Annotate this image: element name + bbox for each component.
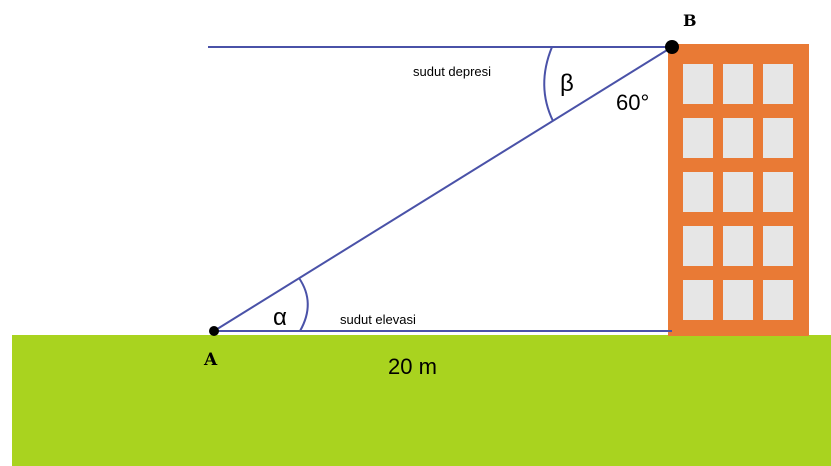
building-window [763, 280, 793, 320]
depression-label: sudut depresi [413, 64, 491, 79]
angle-alpha-label: α [273, 304, 287, 331]
building-window [683, 226, 713, 266]
point-b-dot [665, 40, 679, 54]
building [668, 44, 809, 336]
building-window [683, 172, 713, 212]
point-a-label: A [203, 350, 218, 370]
building-window [763, 172, 793, 212]
building-window [723, 64, 753, 104]
building-window [723, 280, 753, 320]
point-b-label: B [683, 11, 697, 30]
alpha-arc [298, 277, 309, 332]
point-a-dot [209, 326, 219, 336]
building-window [683, 118, 713, 158]
elevation-label: sudut elevasi [340, 312, 416, 327]
building-window [683, 280, 713, 320]
angle-60-label: 60° [616, 90, 649, 115]
building-window [723, 118, 753, 158]
building-window [763, 226, 793, 266]
building-window [763, 64, 793, 104]
ground [12, 335, 831, 466]
building-window [723, 172, 753, 212]
line-of-sight [213, 46, 673, 332]
building-window [723, 226, 753, 266]
building-window [683, 64, 713, 104]
angle-beta-label: β [560, 70, 574, 97]
building-windows [683, 64, 793, 320]
distance-label: 20 m [388, 354, 437, 379]
beta-arc [543, 46, 554, 122]
building-window [763, 118, 793, 158]
